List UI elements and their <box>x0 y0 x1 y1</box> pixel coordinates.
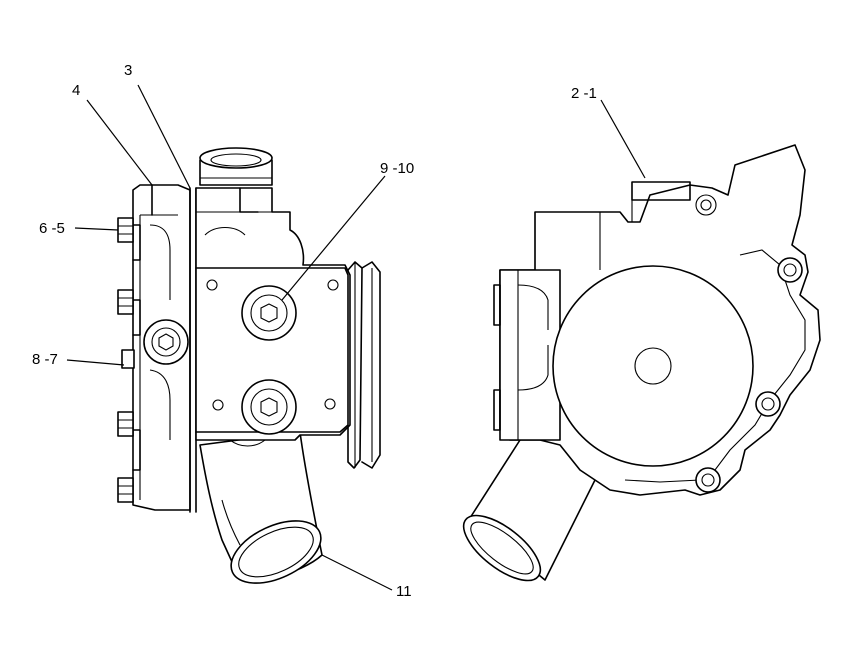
front-mounting-holes <box>695 257 803 493</box>
front-cover-stub <box>493 269 561 441</box>
flange-bolt-upper <box>241 285 297 341</box>
pulley <box>347 261 381 469</box>
cover-bolts <box>117 217 135 503</box>
callout-6-5: 6 -5 <box>39 220 65 237</box>
callout-8-7: 8 -7 <box>32 351 58 368</box>
callout-4: 4 <box>72 82 80 99</box>
leader-lines <box>66 84 646 591</box>
callout-3: 3 <box>124 62 132 79</box>
callout-11: 11 <box>396 583 412 600</box>
side-socket-bolt <box>143 319 189 365</box>
impeller-disc <box>552 265 754 467</box>
outlet-elbow-side <box>199 431 323 584</box>
gasket <box>189 187 197 513</box>
pump-side-view <box>117 147 381 584</box>
pump-front-view <box>462 144 821 582</box>
flange-bolt-lower <box>241 379 297 435</box>
inlet-neck <box>199 147 273 213</box>
callout-2-1: 2 -1 <box>571 85 597 102</box>
callout-labels: 3 4 6 -5 8 -7 9 -10 11 2 -1 <box>32 62 597 600</box>
callout-9-10: 9 -10 <box>380 160 414 177</box>
